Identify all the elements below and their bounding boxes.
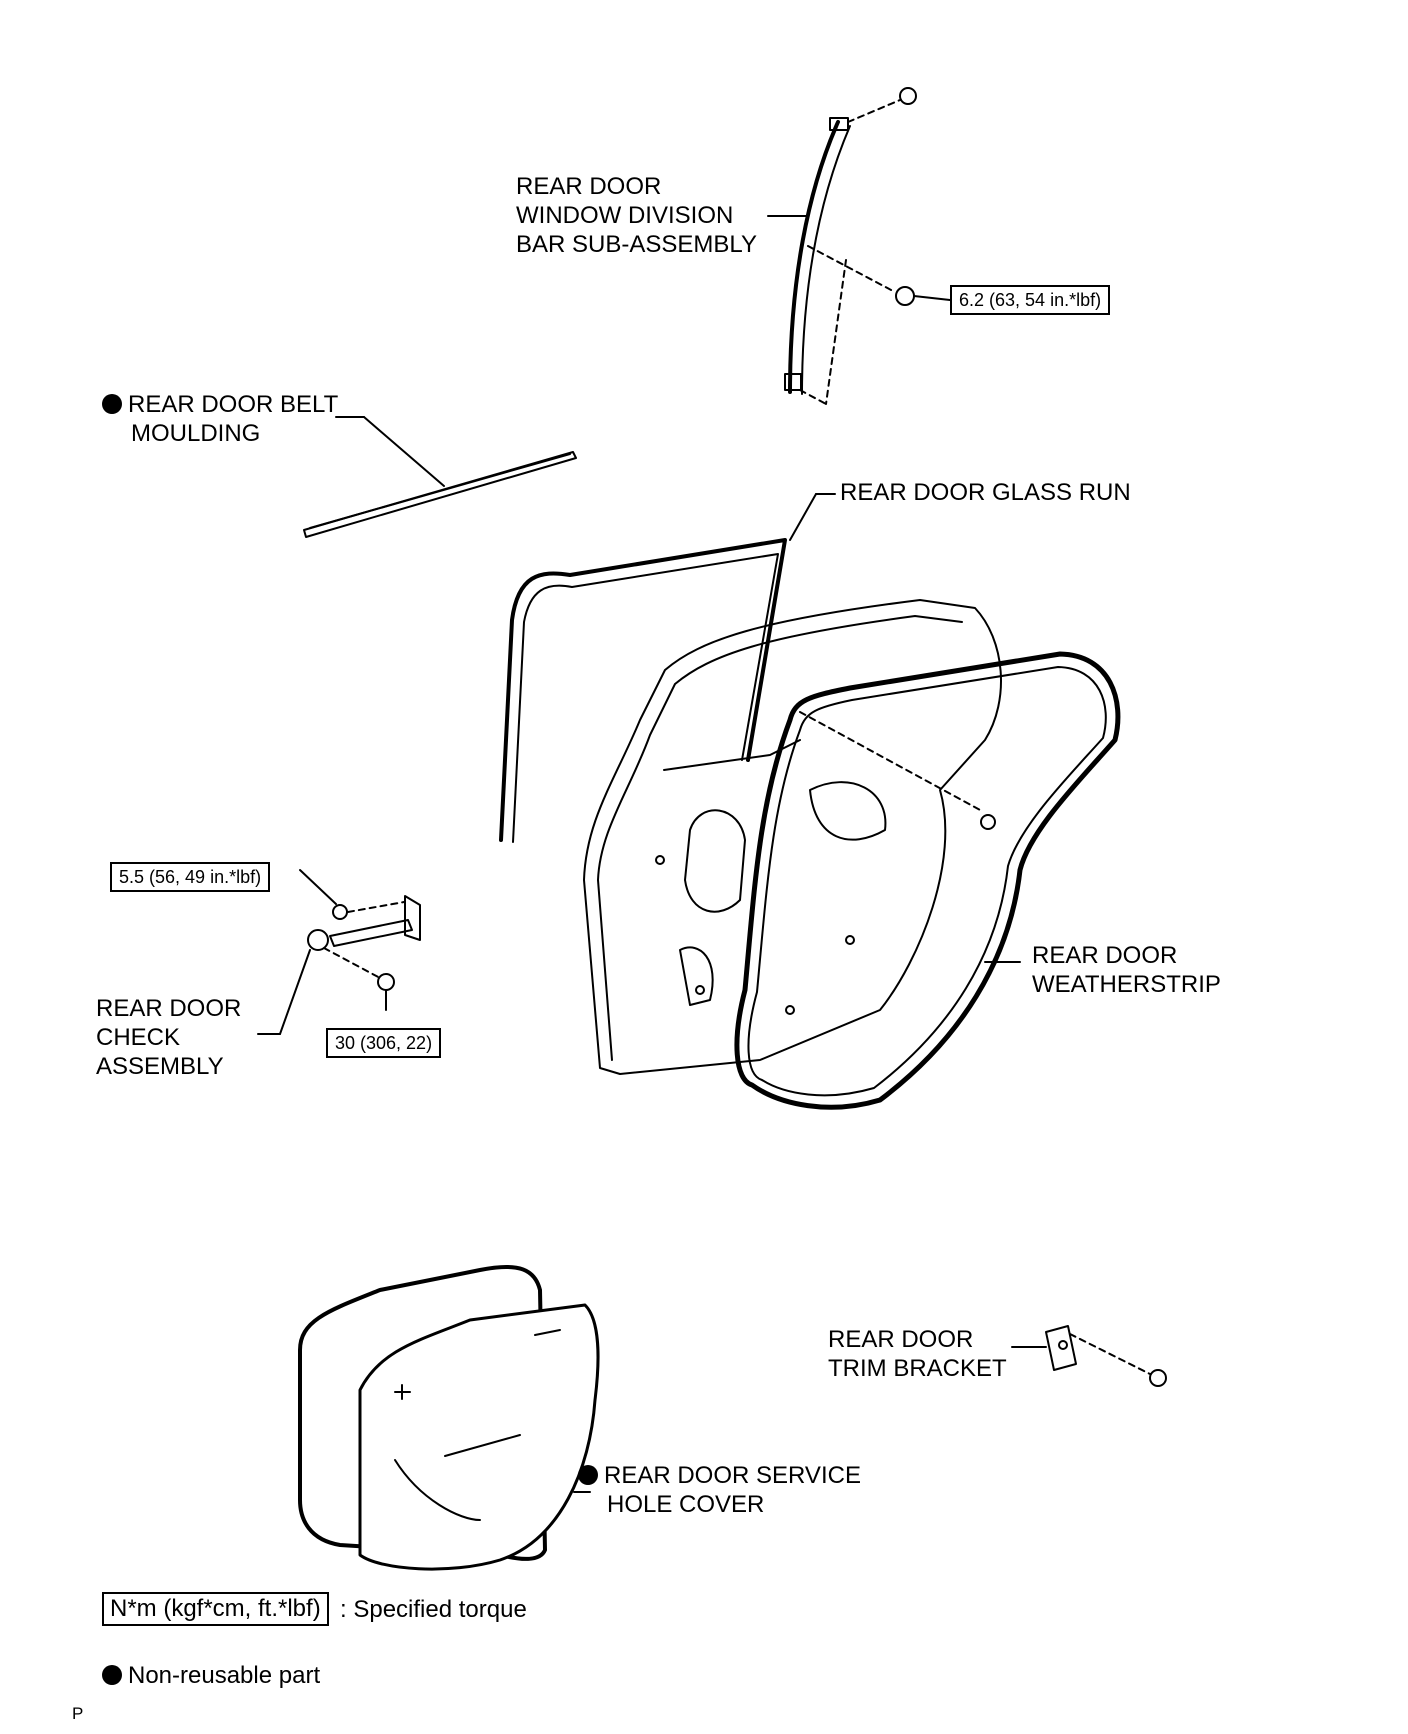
non-reusable-dot-icon	[102, 1665, 122, 1685]
trim-bracket-label: REAR DOOR TRIM BRACKET	[828, 1325, 1007, 1383]
label-line: REAR DOOR	[828, 1326, 974, 1353]
rear-door-panel-drawing	[583, 599, 1002, 1075]
belt-moulding-drawing	[303, 416, 577, 538]
label-line: REAR DOOR	[96, 995, 242, 1022]
label-line: CHECK	[96, 1024, 181, 1051]
legend-nonreusable: Non-reusable part	[102, 1662, 320, 1690]
trim-bracket-drawing	[1011, 1325, 1167, 1387]
label-line: REAR DOOR	[1032, 942, 1178, 969]
label-line: REAR DOOR SERVICE	[604, 1462, 861, 1489]
check-lower-torque: 30 (306, 22)	[326, 1028, 442, 1058]
weatherstrip-label: REAR DOOR WEATHERSTRIP	[1032, 941, 1221, 999]
non-reusable-dot-icon	[578, 1465, 598, 1485]
door-check-drawing	[257, 869, 421, 1035]
label-line: REAR DOOR BELT	[128, 391, 339, 418]
weatherstrip-drawing	[734, 651, 1121, 1110]
legend-torque-text: : Specified torque	[340, 1596, 527, 1623]
legend-nonreusable-text: Non-reusable part	[128, 1662, 321, 1689]
label-line: MOULDING	[131, 420, 261, 447]
check-upper-torque: 5.5 (56, 49 in.*lbf)	[110, 862, 271, 892]
label-line: REAR DOOR GLASS RUN	[840, 479, 1131, 506]
label-line: BAR SUB-ASSEMBLY	[516, 231, 757, 258]
glass-run-label: REAR DOOR GLASS RUN	[840, 478, 1131, 507]
label-line: TRIM BRACKET	[828, 1355, 1007, 1382]
belt-moulding-label: REAR DOOR BELT MOULDING	[102, 390, 338, 448]
label-line: HOLE COVER	[607, 1491, 765, 1518]
label-line: ASSEMBLY	[96, 1053, 224, 1080]
check-assembly-label: REAR DOOR CHECK ASSEMBLY	[96, 994, 241, 1081]
division-bar-screw-icon	[895, 87, 951, 306]
legend-torque-box: N*m (kgf*cm, ft.*lbf)	[102, 1592, 329, 1626]
division-bar-torque: 6.2 (63, 54 in.*lbf)	[950, 285, 1111, 315]
service-hole-cover-drawing	[298, 1264, 600, 1571]
footer-letter: P	[72, 1704, 84, 1723]
non-reusable-dot-icon	[102, 394, 122, 414]
glass-run-drawing	[499, 493, 836, 843]
window-division-bar-drawing	[784, 99, 901, 405]
label-line: REAR DOOR	[516, 173, 662, 200]
label-line: WINDOW DIVISION	[516, 202, 734, 229]
window-division-bar-label: REAR DOOR WINDOW DIVISION BAR SUB-ASSEMB…	[516, 172, 757, 259]
service-hole-cover-label: REAR DOOR SERVICE HOLE COVER	[578, 1461, 861, 1519]
label-line: WEATHERSTRIP	[1032, 971, 1221, 998]
